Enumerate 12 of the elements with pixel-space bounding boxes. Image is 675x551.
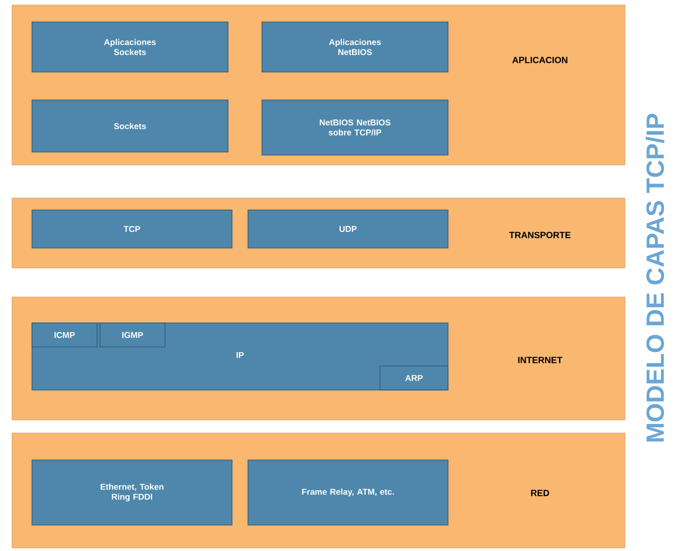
protocol-box: Aplicaciones NetBIOS <box>262 22 448 72</box>
protocol-box: NetBIOS NetBIOS sobre TCP/IP <box>262 100 448 156</box>
protocol-box: Sockets <box>32 100 228 152</box>
protocol-box: IGMP <box>100 322 166 348</box>
protocol-box: ARP <box>380 366 448 390</box>
protocol-box: Frame Relay, ATM, etc. <box>248 460 448 526</box>
protocol-box: TCP <box>32 210 232 248</box>
side-title: MODELO DE CAPAS TCP/IP <box>646 114 664 442</box>
protocol-box: ICMP <box>32 322 98 348</box>
protocol-box: UDP <box>248 210 448 248</box>
protocol-box: Ethernet, Token Ring FDDI <box>32 460 232 526</box>
protocol-box: Aplicaciones Sockets <box>32 22 228 72</box>
